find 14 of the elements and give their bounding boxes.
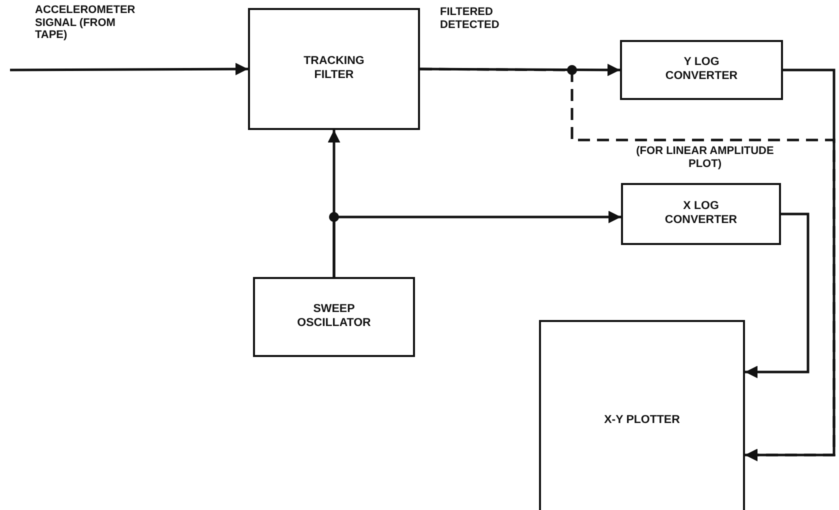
box-label: TRACKING FILTER (302, 55, 366, 83)
box-label: SWEEP OSCILLATOR (296, 303, 372, 331)
process-box (248, 8, 420, 130)
arrow (10, 62, 248, 76)
process-box (621, 183, 781, 245)
process-box (253, 277, 415, 357)
process-box (539, 320, 745, 510)
arrow (745, 68, 836, 462)
arrow (332, 210, 621, 277)
arrow (745, 212, 810, 378)
process-box (620, 40, 783, 100)
box-label: X-Y PLOTTER (603, 414, 681, 428)
box-label: X LOG CONVERTER (664, 200, 738, 228)
box-label: Y LOG CONVERTER (664, 56, 739, 84)
